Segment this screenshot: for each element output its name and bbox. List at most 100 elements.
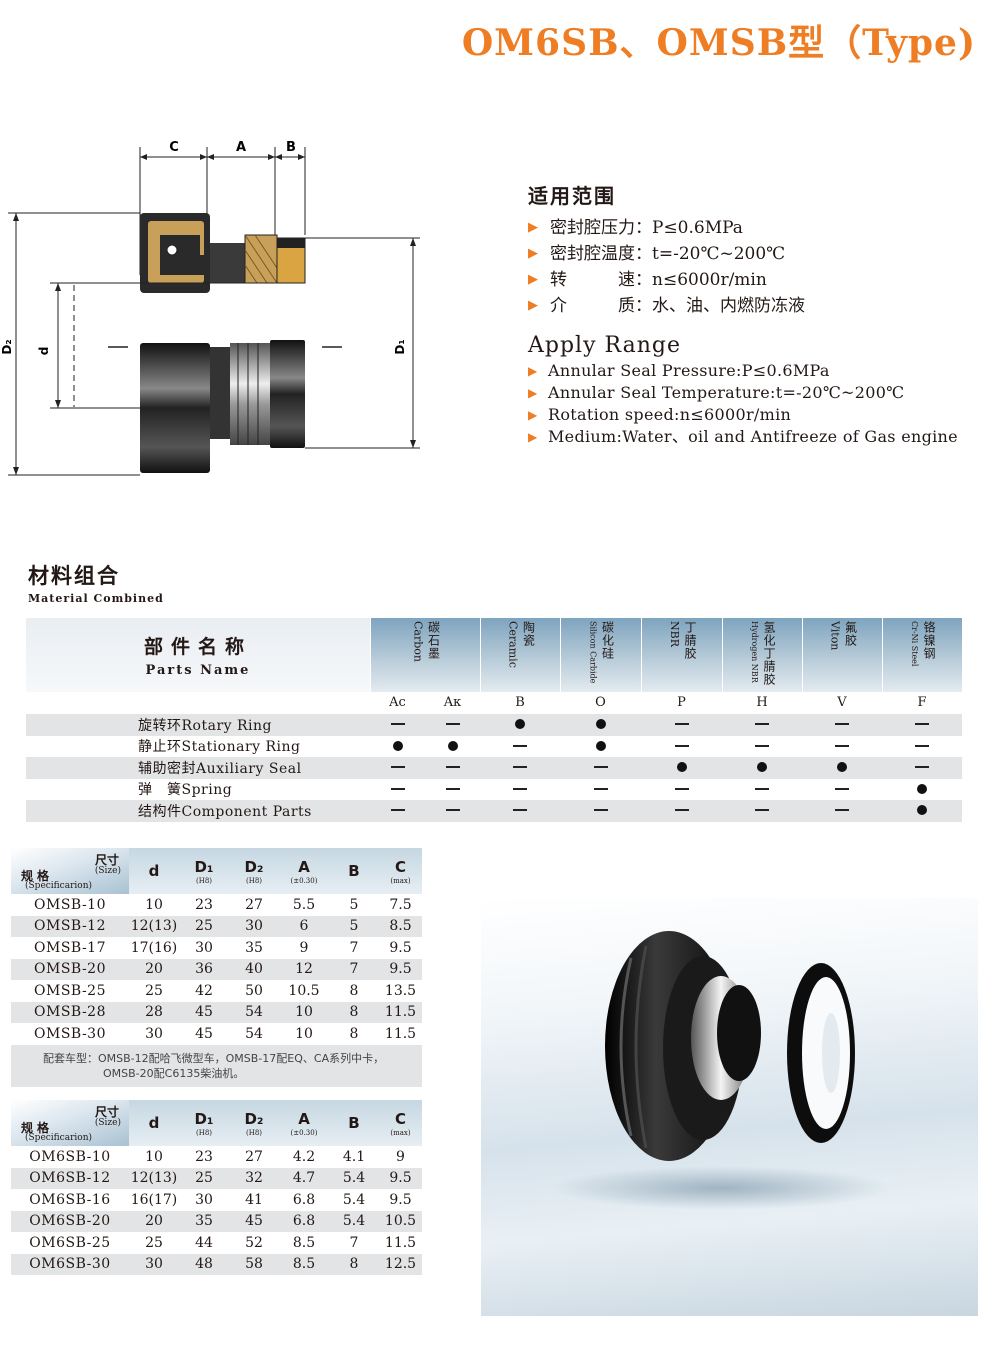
not-applicable-dash-icon xyxy=(370,800,425,821)
apply-range-heading-cn: 适用范围 xyxy=(528,184,616,208)
applicable-dot-icon xyxy=(370,736,425,757)
seal-drawing: C A B D₂ d D₁ xyxy=(0,140,420,476)
apply-row-cn: ▶密封腔压力：P≤0.6MPa xyxy=(528,215,978,241)
part-name: 静止环Stationary Ring xyxy=(138,739,301,756)
model-name: OM6SB-10 xyxy=(29,1148,111,1165)
size-value: 50 xyxy=(245,982,263,999)
not-applicable-dash-icon xyxy=(882,736,962,757)
not-applicable-dash-icon xyxy=(370,757,425,778)
not-applicable-dash-icon xyxy=(425,800,480,821)
arrow-right-icon: ▶ xyxy=(528,430,538,444)
apply-row-en: ▶Rotation speed:n≤6000r/min xyxy=(528,405,792,424)
size-value: 8 xyxy=(349,1025,359,1042)
parts-name-header: 部件名称 Parts Name xyxy=(26,618,370,692)
size-value: 9.5 xyxy=(389,1170,412,1187)
applicable-dot-icon xyxy=(722,757,802,778)
size-value: 6.8 xyxy=(292,1191,316,1208)
model-name: OMSB-10 xyxy=(34,896,106,913)
size-value: 5 xyxy=(349,918,359,935)
col-header-d2: D₂(H8) xyxy=(244,1109,264,1137)
not-applicable-dash-icon xyxy=(560,800,641,821)
apply-row-cn: ▶介 质：水、油、内燃防冻液 xyxy=(528,293,978,319)
size-table-header: 尺寸 (Size) 规格 (Specificarion) d D₁(H8) D₂… xyxy=(11,848,422,894)
size-value: 30 xyxy=(145,1025,163,1042)
col-header-d1: D₁(H8) xyxy=(194,1109,214,1137)
size-value: 9.5 xyxy=(389,939,412,956)
size-value: 8 xyxy=(349,1256,359,1273)
applicable-dot-icon xyxy=(882,779,962,800)
size-value: 23 xyxy=(195,1148,213,1165)
not-applicable-dash-icon xyxy=(722,800,802,821)
size-value: 5.4 xyxy=(342,1213,366,1230)
size-value: 12(13) xyxy=(130,1170,178,1187)
size-value: 13.5 xyxy=(384,982,417,999)
size-value: 7 xyxy=(349,939,359,956)
size-value: 6 xyxy=(299,918,309,935)
material-row: 旋转环Rotary Ring xyxy=(26,714,962,736)
size-value: 10.5 xyxy=(288,982,320,999)
size-value: 4.7 xyxy=(292,1170,316,1187)
size-value: 44 xyxy=(195,1234,213,1251)
size-value: 4.1 xyxy=(342,1148,366,1165)
size-value: 45 xyxy=(195,1004,213,1021)
size-value: 10 xyxy=(145,896,163,913)
arrow-right-icon: ▶ xyxy=(528,272,538,287)
material-code: O xyxy=(595,695,606,710)
applicable-dot-icon xyxy=(882,800,962,821)
not-applicable-dash-icon xyxy=(641,800,722,821)
size-value: 52 xyxy=(245,1234,263,1251)
col-header-d: d xyxy=(148,1113,160,1132)
not-applicable-dash-icon xyxy=(480,736,560,757)
size-value: 40 xyxy=(245,961,263,978)
size-value: 35 xyxy=(195,1213,213,1230)
size-value: 5.4 xyxy=(342,1191,366,1208)
size-value: 30 xyxy=(195,939,213,956)
applicable-dot-icon xyxy=(425,736,480,757)
omsb-size-table: 尺寸 (Size) 规格 (Specificarion) d D₁(H8) D₂… xyxy=(11,848,422,1087)
not-applicable-dash-icon xyxy=(480,757,560,778)
size-table-header: 尺寸 (Size) 规格 (Specificarion) d D₁(H8) D₂… xyxy=(11,1100,422,1146)
size-value: 30 xyxy=(195,1191,213,1208)
size-value: 25 xyxy=(195,918,213,935)
size-value: 58 xyxy=(245,1256,263,1273)
size-value: 10 xyxy=(145,1148,163,1165)
size-value: 27 xyxy=(245,896,263,913)
seal-cross-section-diagram: C A B D₂ d D₁ xyxy=(0,125,430,485)
dim-label-c: C xyxy=(169,140,179,155)
model-name: OMSB-20 xyxy=(34,961,106,978)
material-code: Ac xyxy=(389,695,406,710)
applicable-dot-icon xyxy=(802,757,882,778)
arrow-right-icon: ▶ xyxy=(528,246,538,261)
size-value: 10 xyxy=(295,1004,313,1021)
applicable-dot-icon xyxy=(560,714,641,735)
size-value: 25 xyxy=(145,982,163,999)
col-header-c: C(max) xyxy=(390,857,411,885)
col-header-a: A(±0.30) xyxy=(290,1109,318,1137)
model-name: OM6SB-16 xyxy=(29,1191,111,1208)
arrow-right-icon: ▶ xyxy=(528,386,538,400)
apply-row-en: ▶Annular Seal Pressure:P≤0.6MPa xyxy=(528,361,830,380)
not-applicable-dash-icon xyxy=(802,800,882,821)
not-applicable-dash-icon xyxy=(480,779,560,800)
dim-label-d2: D₂ xyxy=(0,339,14,354)
apply-row-cn: ▶密封腔温度：t=-20℃~200℃ xyxy=(528,241,978,267)
size-value: 12 xyxy=(295,961,313,978)
apply-row-en: ▶Medium:Water、oil and Antifreeze of Gas … xyxy=(528,427,958,446)
size-value: 8 xyxy=(349,1004,359,1021)
size-value: 30 xyxy=(145,1256,163,1273)
size-value: 8.5 xyxy=(292,1256,316,1273)
size-value: 54 xyxy=(245,1025,263,1042)
size-value: 7.5 xyxy=(389,896,412,913)
size-value: 10.5 xyxy=(384,1213,417,1230)
size-value: 20 xyxy=(145,961,163,978)
not-applicable-dash-icon xyxy=(425,779,480,800)
col-header-d2: D₂(H8) xyxy=(244,857,264,885)
